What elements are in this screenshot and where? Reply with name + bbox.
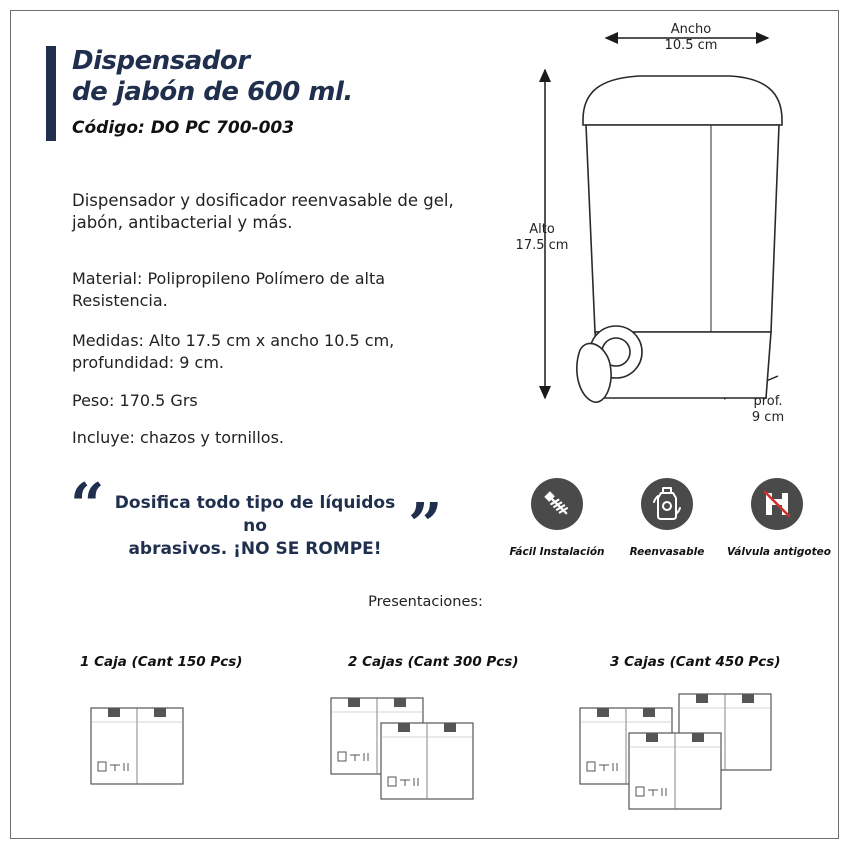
- title-line-1: Dispensador: [72, 46, 250, 76]
- spec-measures: Medidas: Alto 17.5 cm x ancho 10.5 cm, p…: [72, 331, 395, 372]
- feature-label-no-drip-valve: Válvula antigoteo: [727, 546, 831, 558]
- quote-close-mark: ”: [408, 491, 443, 561]
- spec-includes: Incluye: chazos y tornillos.: [72, 428, 284, 447]
- spec-weight: Peso: 170.5 Grs: [72, 391, 198, 410]
- width-dimension: Ancho 10.5 cm: [646, 22, 736, 54]
- quote-line-2: abrasivos. ¡NO SE ROMPE!: [128, 539, 382, 559]
- presentation-label-1: 1 Caja (Cant 150 Pcs): [80, 654, 243, 670]
- feature-easy-install: Fácil Instalación: [507, 478, 607, 558]
- feature-label-easy-install: Fácil Instalación: [509, 546, 605, 558]
- width-value: 10.5 cm: [664, 38, 718, 53]
- title-accent-bar: [46, 46, 56, 141]
- box-3-3: [628, 732, 722, 810]
- presentation-label-3: 3 Cajas (Cant 450 Pcs): [610, 654, 781, 670]
- refill-bottle-icon: [641, 478, 693, 530]
- screw-icon: [531, 478, 583, 530]
- product-title: Dispensador de jabón de 600 ml.: [72, 46, 353, 108]
- height-dimension: Alto 17.5 cm: [507, 222, 577, 254]
- page-frame: [10, 10, 839, 839]
- depth-label: prof.: [753, 394, 783, 409]
- product-code: Código: DO PC 700-003: [72, 118, 295, 138]
- depth-dimension: prof. 9 cm: [738, 394, 798, 426]
- presentations-title: Presentaciones:: [368, 594, 483, 610]
- width-label: Ancho: [670, 22, 712, 37]
- product-description: Dispensador y dosificador reenvasable de…: [72, 191, 454, 232]
- title-line-2: de jabón de 600 ml.: [72, 77, 353, 107]
- feature-no-drip-valve: Válvula antigoteo: [727, 478, 831, 558]
- quote-text: Dosifica todo tipo de líquidos no abrasi…: [100, 492, 410, 561]
- spec-material: Material: Polipropileno Polímero de alta…: [72, 269, 386, 310]
- box-2-2: [380, 722, 474, 800]
- box-1-1: [90, 707, 184, 785]
- feature-label-refillable: Reenvasable: [629, 546, 705, 558]
- feature-refillable: Reenvasable: [617, 478, 717, 558]
- dispenser-body: [576, 75, 783, 403]
- height-value: 17.5 cm: [515, 238, 569, 253]
- quote-line-1: Dosifica todo tipo de líquidos no: [114, 493, 396, 536]
- height-label: Alto: [529, 222, 555, 237]
- presentation-label-2: 2 Cajas (Cant 300 Pcs): [348, 654, 519, 670]
- quote-open-mark: “: [70, 471, 105, 541]
- depth-value: 9 cm: [751, 410, 785, 425]
- no-drip-valve-icon: [751, 478, 803, 530]
